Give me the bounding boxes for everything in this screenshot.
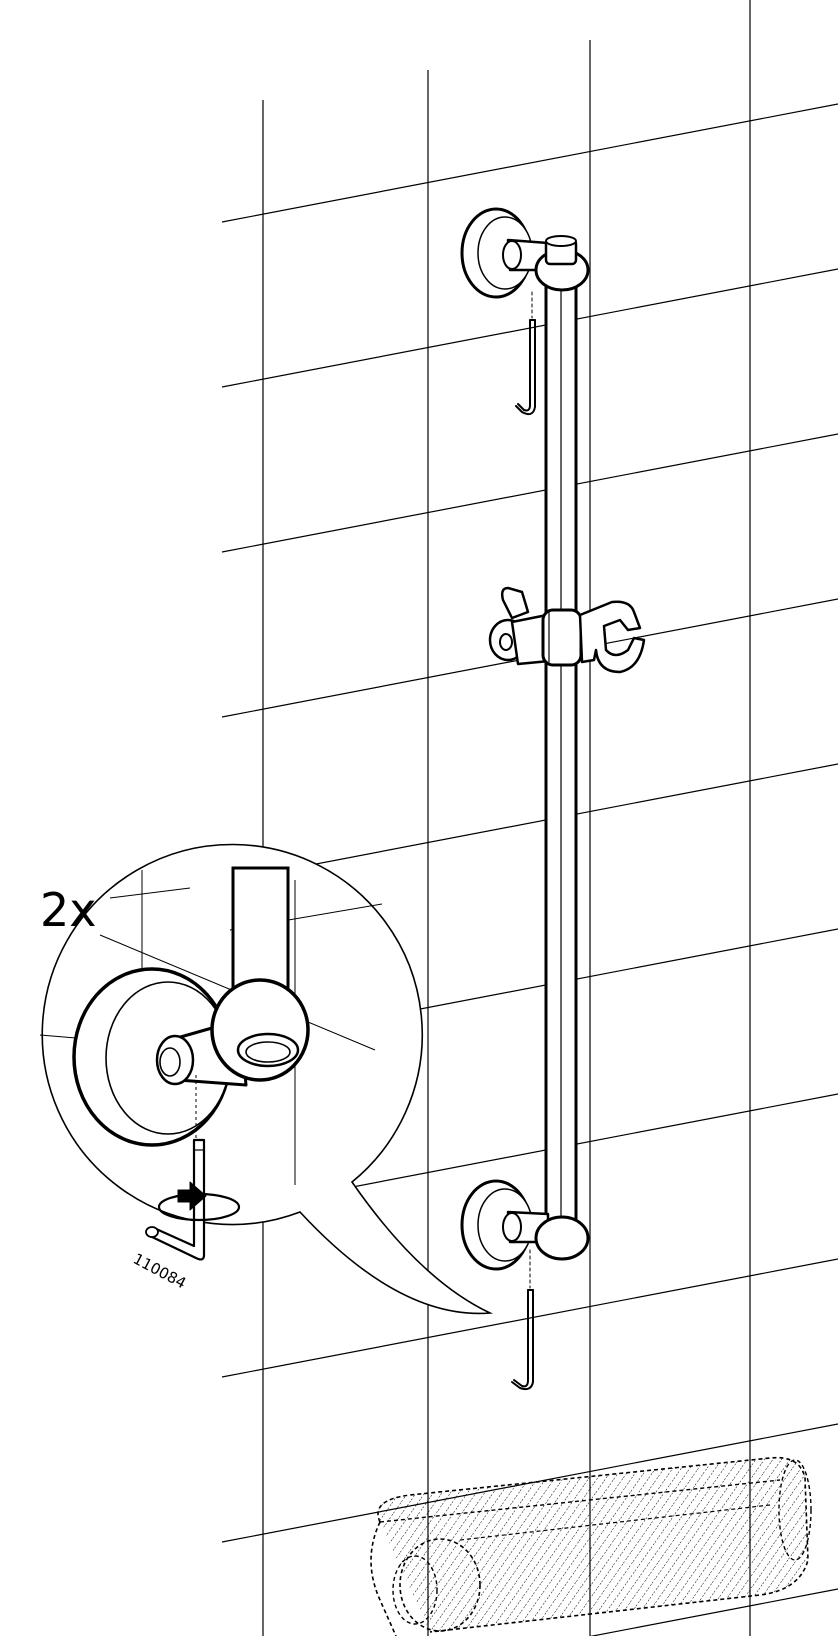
allen-key-top	[515, 291, 536, 416]
callout-wall-bracket	[72, 967, 310, 1147]
allen-key-bottom	[511, 1249, 534, 1391]
slide-rail-tube	[544, 268, 578, 1237]
bottom-wall-bracket	[460, 1179, 590, 1271]
dashed-bench-outline	[370, 1456, 812, 1636]
tile-grout-horizontal	[221, 103, 838, 223]
quantity-label: 2x	[40, 883, 97, 937]
top-wall-bracket	[460, 207, 590, 299]
callout-allen-key	[145, 1075, 206, 1261]
shower-head-holder-slider	[488, 586, 646, 674]
rotate-clockwise-icon	[157, 1181, 241, 1222]
tile-grout-horizontal	[221, 433, 838, 553]
tile-grout-horizontal	[221, 763, 838, 883]
detail-callout: 2x 110084	[39, 843, 494, 1315]
shower-rail-assembly	[460, 207, 646, 1391]
part-number-label: 110084	[130, 1250, 189, 1293]
tile-grout-horizontal	[589, 1588, 838, 1636]
tile-grout-horizontal	[221, 1258, 838, 1378]
